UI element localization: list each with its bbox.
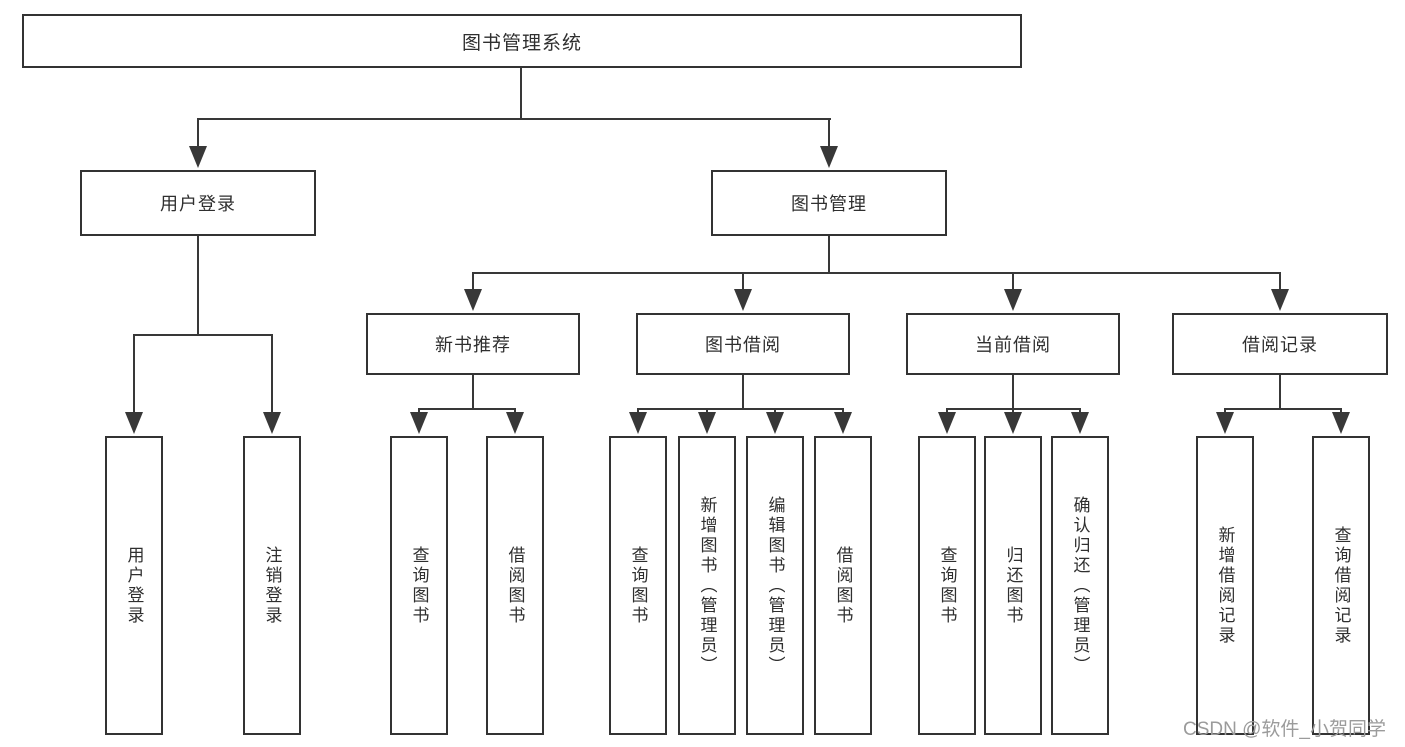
arrowhead-down-icon bbox=[263, 412, 281, 434]
arrow-shaft bbox=[774, 408, 776, 414]
arrow-shaft bbox=[472, 272, 474, 291]
connector-book-borrow-branch bbox=[637, 408, 844, 410]
arrow-shaft bbox=[1079, 408, 1081, 414]
arrow-shaft bbox=[514, 408, 516, 414]
node-borrow-records: 借阅记录 bbox=[1172, 313, 1388, 375]
arrowhead-down-icon bbox=[734, 289, 752, 311]
node-current-borrow: 当前借阅 bbox=[906, 313, 1120, 375]
connector-borrow-records-branch bbox=[1224, 408, 1342, 410]
arrowhead-down-icon bbox=[1216, 412, 1234, 434]
arrow-shaft bbox=[271, 334, 273, 414]
arrowhead-down-icon bbox=[410, 412, 428, 434]
leaf-query-books-recommend: 查询图书 bbox=[390, 436, 448, 735]
leaf-add-book-admin: 新增图书（管理员） bbox=[678, 436, 736, 735]
arrowhead-down-icon bbox=[766, 412, 784, 434]
arrow-shaft bbox=[1279, 272, 1281, 291]
connector-book-management-branch bbox=[472, 272, 1281, 274]
connector-book-borrow-stub bbox=[742, 375, 744, 410]
connector-new-book-recommend-stub bbox=[472, 375, 474, 410]
arrow-shaft bbox=[1340, 408, 1342, 414]
watermark-text: CSDN @软件_小贺同学 bbox=[1183, 719, 1386, 740]
arrowhead-down-icon bbox=[506, 412, 524, 434]
connector-borrow-records-stub bbox=[1279, 375, 1281, 410]
connector-user-login-stub bbox=[197, 236, 199, 336]
leaf-edit-book-admin: 编辑图书（管理员） bbox=[746, 436, 804, 735]
arrow-shaft bbox=[946, 408, 948, 414]
arrowhead-down-icon bbox=[189, 146, 207, 168]
arrowhead-down-icon bbox=[464, 289, 482, 311]
arrowhead-down-icon bbox=[820, 146, 838, 168]
arrowhead-down-icon bbox=[1004, 412, 1022, 434]
arrowhead-down-icon bbox=[834, 412, 852, 434]
leaf-query-books-borrow: 查询图书 bbox=[609, 436, 667, 735]
arrow-shaft bbox=[742, 272, 744, 291]
leaf-borrow-books-recommend: 借阅图书 bbox=[486, 436, 544, 735]
connector-user-login-branch bbox=[133, 334, 273, 336]
arrowhead-down-icon bbox=[125, 412, 143, 434]
node-new-book-recommend: 新书推荐 bbox=[366, 313, 580, 375]
arrowhead-down-icon bbox=[629, 412, 647, 434]
leaf-user-login: 用户登录 bbox=[105, 436, 163, 735]
leaf-confirm-return-admin: 确认归还（管理员） bbox=[1051, 436, 1109, 735]
connector-current-borrow-stub bbox=[1012, 375, 1014, 410]
leaf-logout: 注销登录 bbox=[243, 436, 301, 735]
leaf-return-book: 归还图书 bbox=[984, 436, 1042, 735]
leaf-add-borrow-record: 新增借阅记录 bbox=[1196, 436, 1254, 735]
arrow-shaft bbox=[842, 408, 844, 414]
connector-book-management-stub bbox=[828, 236, 830, 274]
leaf-borrow-books-borrow: 借阅图书 bbox=[814, 436, 872, 735]
arrow-shaft bbox=[133, 334, 135, 414]
arrow-shaft bbox=[1224, 408, 1226, 414]
node-book-borrow: 图书借阅 bbox=[636, 313, 850, 375]
arrow-shaft bbox=[828, 118, 830, 148]
node-user-login: 用户登录 bbox=[80, 170, 316, 236]
arrowhead-down-icon bbox=[1271, 289, 1289, 311]
arrowhead-down-icon bbox=[938, 412, 956, 434]
arrowhead-down-icon bbox=[1004, 289, 1022, 311]
arrow-shaft bbox=[418, 408, 420, 414]
connector-root-branch bbox=[197, 118, 831, 120]
arrow-shaft bbox=[1012, 408, 1014, 414]
connector-root-stub bbox=[520, 68, 522, 120]
leaf-query-borrow-record: 查询借阅记录 bbox=[1312, 436, 1370, 735]
arrow-shaft bbox=[706, 408, 708, 414]
arrow-shaft bbox=[637, 408, 639, 414]
node-library-management-system: 图书管理系统 bbox=[22, 14, 1022, 68]
arrowhead-down-icon bbox=[698, 412, 716, 434]
arrow-shaft bbox=[197, 118, 199, 148]
arrowhead-down-icon bbox=[1071, 412, 1089, 434]
arrowhead-down-icon bbox=[1332, 412, 1350, 434]
connector-new-book-recommend-branch bbox=[418, 408, 516, 410]
arrow-shaft bbox=[1012, 272, 1014, 291]
node-book-management: 图书管理 bbox=[711, 170, 947, 236]
leaf-query-books-current: 查询图书 bbox=[918, 436, 976, 735]
